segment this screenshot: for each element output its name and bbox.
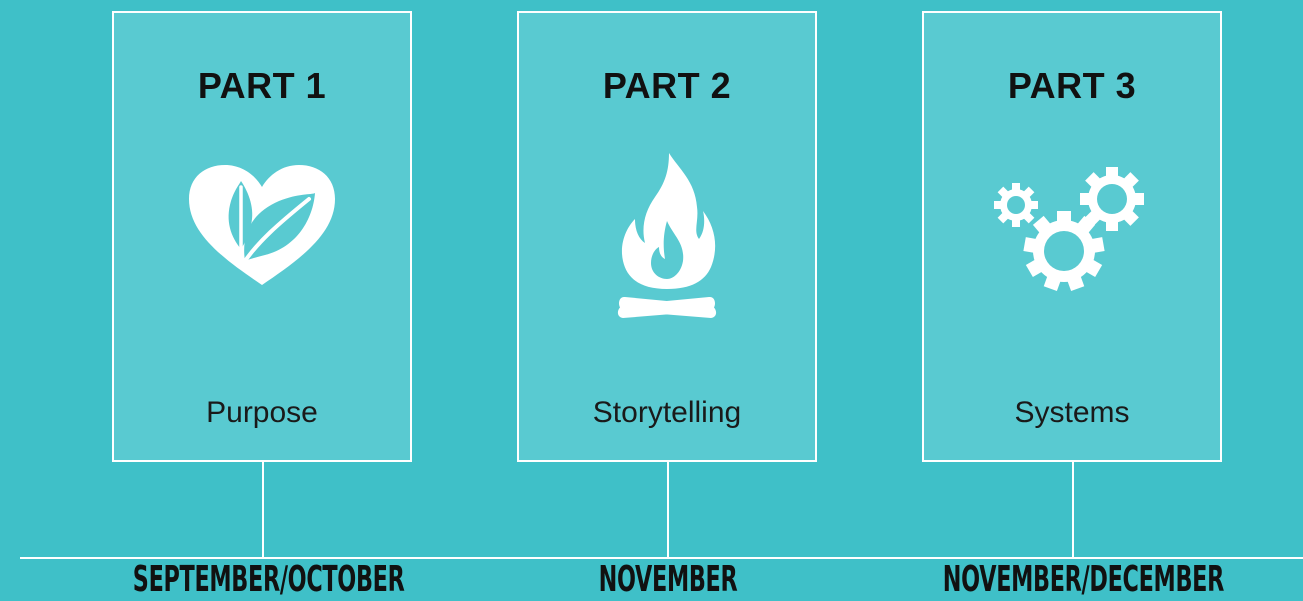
period-label-3: NOVEMBER/DECEMBER bbox=[942, 559, 1224, 600]
part-1-title: PART 1 bbox=[197, 65, 327, 106]
part-1-connector bbox=[262, 462, 264, 559]
timeline-line bbox=[20, 557, 1303, 559]
part-2-title: PART 2 bbox=[602, 65, 732, 106]
part-2-label: Storytelling bbox=[592, 396, 742, 429]
period-label-2: NOVEMBER bbox=[598, 559, 738, 600]
part-3-card: PART 3 bbox=[922, 11, 1222, 462]
part-3-connector bbox=[1072, 462, 1074, 559]
part-3-label: Systems bbox=[1014, 396, 1130, 429]
part-1-card: PART 1 Purpose bbox=[112, 11, 412, 462]
part-3-title: PART 3 bbox=[1007, 65, 1137, 106]
part-2-card: PART 2 Storytelling bbox=[517, 11, 817, 462]
part-1-label: Purpose bbox=[206, 396, 318, 429]
period-label-1: SEPTEMBER/OCTOBER bbox=[132, 559, 405, 600]
gears-icon bbox=[992, 163, 1152, 298]
part-2-connector bbox=[667, 462, 669, 559]
campfire-icon bbox=[615, 151, 719, 326]
heart-leaf-icon bbox=[187, 163, 337, 293]
